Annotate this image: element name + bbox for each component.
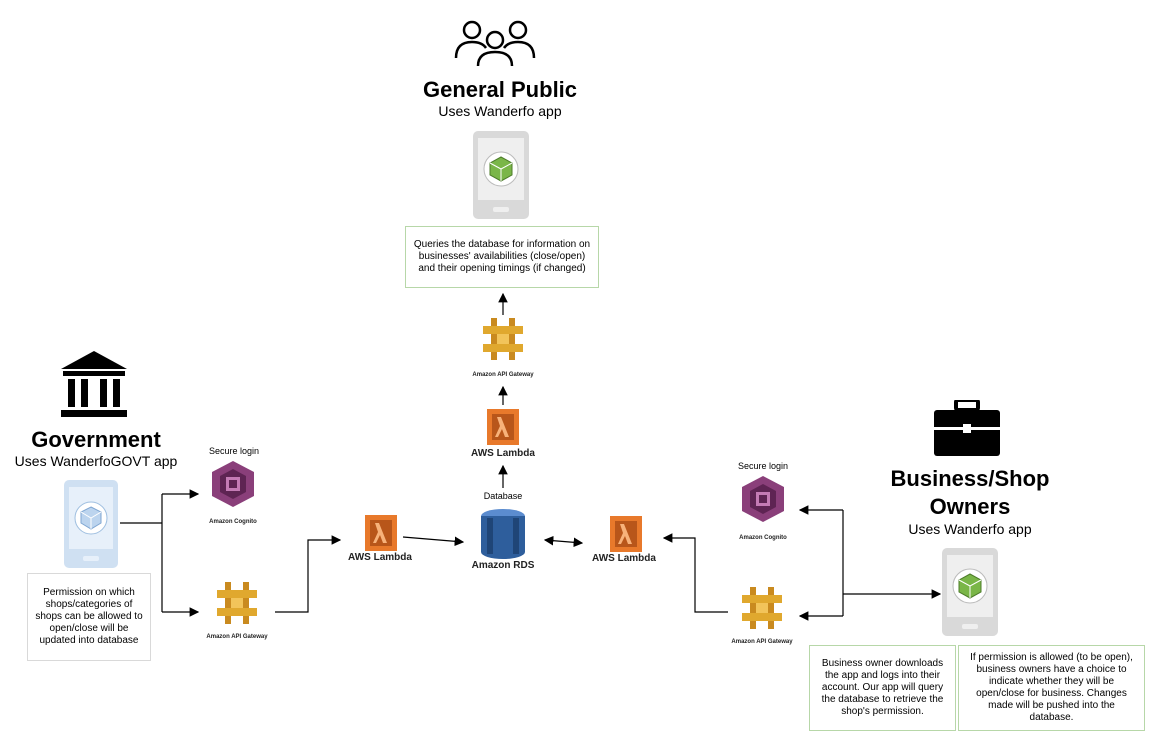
lambda-left-label: AWS Lambda <box>348 552 412 563</box>
rds-label: Amazon RDS <box>471 560 535 571</box>
cognito-biz-label: Amazon Cognito <box>739 535 787 541</box>
government-subtitle: Uses WanderfoGOVT app <box>14 453 178 469</box>
lambda-top-label: AWS Lambda <box>471 448 535 459</box>
api-gateway-gov-label: Amazon API Gateway <box>206 634 268 640</box>
cognito-biz-icon <box>742 476 784 522</box>
lambda-right-label: AWS Lambda <box>592 553 656 564</box>
public-subtitle: Uses Wanderfo app <box>438 103 562 119</box>
secure-login-biz-label: Secure login <box>737 461 789 471</box>
business-phone-app-icon <box>942 548 998 636</box>
note-public-query: Queries the database for information on … <box>405 226 599 288</box>
cognito-gov-label: Amazon Cognito <box>209 519 257 525</box>
public-title: General Public <box>422 77 578 102</box>
cognito-gov-icon <box>212 461 254 507</box>
api-gateway-top-label: Amazon API Gateway <box>472 372 534 378</box>
api-gateway-top-icon <box>483 318 523 360</box>
note-biz-choice: If permission is allowed (to be open), b… <box>958 645 1145 731</box>
arrow-biz-gateway-lambda <box>662 533 728 613</box>
government-title: Government <box>31 427 161 452</box>
arrow-rds-lambda-right <box>543 535 584 548</box>
lambda-top-icon <box>487 409 519 445</box>
api-gateway-biz-icon <box>742 587 782 629</box>
briefcase-icon <box>934 400 1000 456</box>
government-phone-app-icon <box>64 480 118 568</box>
business-title-line1: Business/Shop <box>890 466 1050 491</box>
business-subtitle: Uses Wanderfo app <box>908 521 1032 537</box>
lambda-right-icon <box>610 516 642 552</box>
secure-login-gov-label: Secure login <box>208 446 260 456</box>
database-label: Database <box>483 491 523 501</box>
people-icon <box>454 20 536 66</box>
rds-icon <box>481 509 525 559</box>
api-gateway-biz-label: Amazon API Gateway <box>731 639 793 645</box>
public-phone-app-icon <box>473 131 529 219</box>
api-gateway-gov-icon <box>217 582 257 624</box>
note-gov-permission: Permission on which shops/categories of … <box>27 573 151 661</box>
arrow-gateway-lambda <box>275 535 342 613</box>
business-title-line2: Owners <box>929 494 1011 519</box>
lambda-left-icon <box>365 515 397 551</box>
government-building-icon <box>61 351 127 417</box>
arrow-lambda-rds <box>402 536 465 547</box>
note-biz-login: Business owner downloads the app and log… <box>809 645 956 731</box>
